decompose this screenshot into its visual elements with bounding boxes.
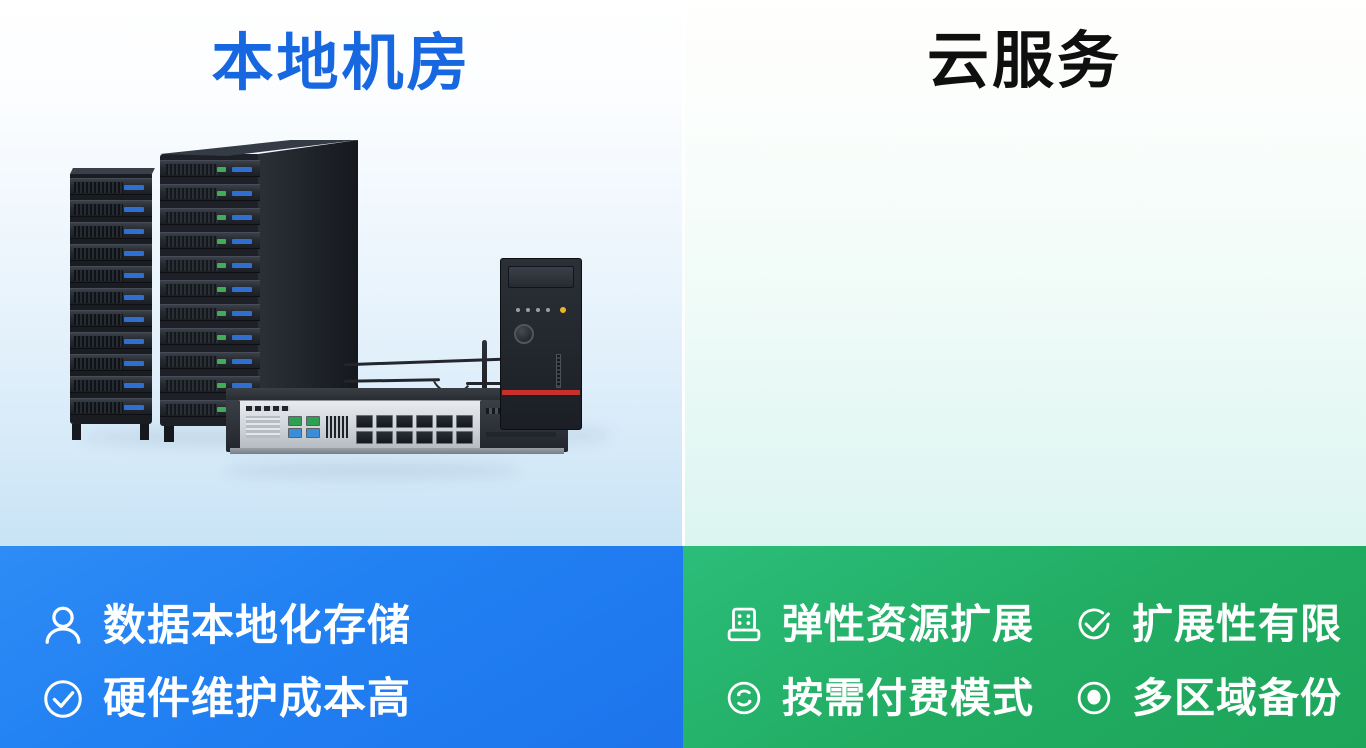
panel-local-datacenter: 本地机房 (0, 0, 683, 546)
feature-label: 数据本地化存储 (103, 601, 411, 650)
feature-label: 扩展性有限 (1132, 600, 1342, 647)
feature-item-multi-region-backup[interactable]: 多区域备份 (1073, 677, 1342, 719)
feature-item-hardware-cost[interactable]: 硬件维护成本高 (40, 676, 411, 722)
server-room-illustration (62, 132, 622, 480)
feature-item-data-local-storage[interactable]: 数据本地化存储 (40, 603, 411, 649)
feature-item-elastic-scaling[interactable]: 弹性资源扩展 (723, 603, 1034, 645)
feature-item-limited-scalability[interactable]: 扩展性有限 (1073, 603, 1342, 645)
page-title-right: 云服务 (926, 27, 1122, 96)
refresh-circle-icon (723, 677, 765, 719)
server-building-icon (723, 603, 765, 645)
feature-label: 弹性资源扩展 (782, 600, 1034, 647)
illustration-panels: 本地机房 (0, 0, 1366, 546)
feature-bar-local: 数据本地化存储 硬件维护成本高 (0, 546, 683, 748)
user-icon (40, 603, 86, 649)
feature-label: 硬件维护成本高 (103, 674, 411, 723)
feature-bars: 数据本地化存储 硬件维护成本高 (0, 546, 1366, 748)
panel-divider (682, 0, 685, 546)
check-circle-icon (40, 676, 86, 722)
page-title-left: 本地机房 (211, 29, 472, 98)
check-circle-icon (1073, 603, 1115, 645)
panel-cloud-service: 云服务 (683, 0, 1366, 546)
location-dot-icon (1073, 677, 1115, 719)
feature-bar-cloud: 弹性资源扩展 扩展性有限 (683, 546, 1366, 748)
feature-label: 按需付费模式 (782, 674, 1034, 721)
feature-item-pay-as-you-go[interactable]: 按需付费模式 (723, 677, 1034, 719)
feature-label: 多区域备份 (1132, 674, 1342, 721)
